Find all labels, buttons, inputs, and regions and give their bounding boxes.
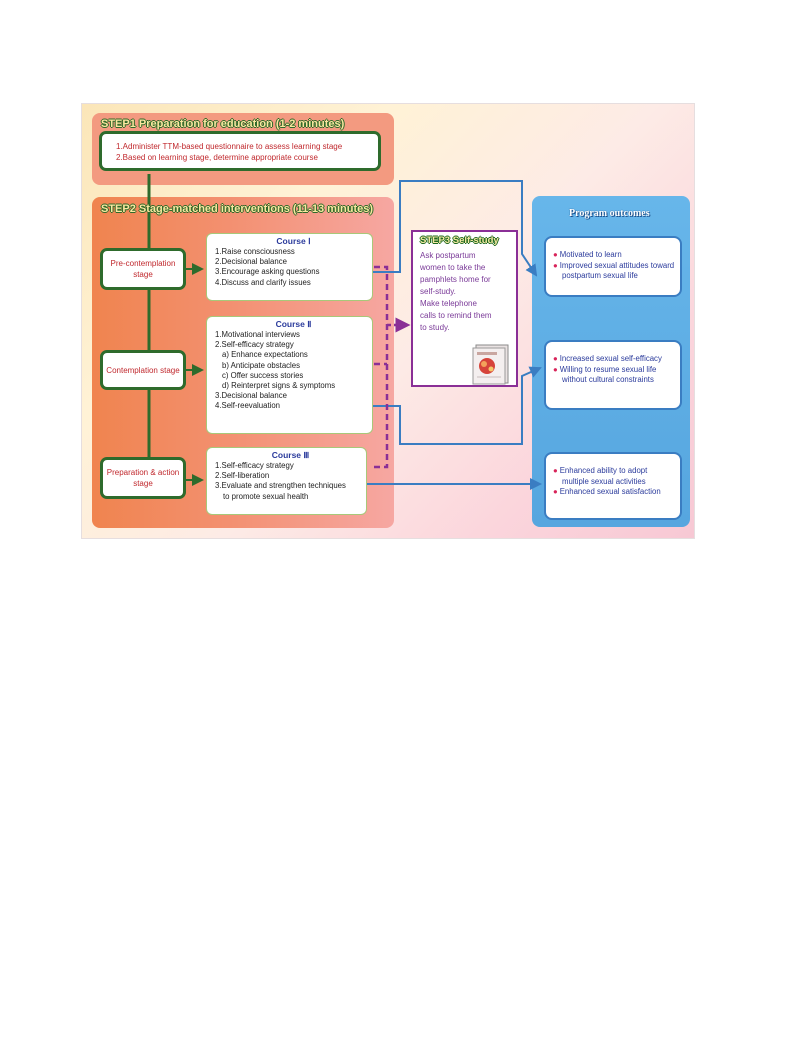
step3-line-6: calls to remind them: [420, 311, 492, 320]
course-1-box: Course Ⅰ 1.Raise consciousness 2.Decisio…: [206, 233, 373, 301]
course-2-item-2: 2.Self-efficacy strategy: [215, 340, 294, 350]
course-3-box: Course Ⅲ 1.Self-efficacy strategy 2.Self…: [206, 447, 367, 515]
course-1-item-3: 3.Encourage asking questions: [215, 267, 320, 277]
outcome-box-3: ●Enhanced ability to adopt multiple sexu…: [544, 452, 682, 520]
outcome-box-2: ●Increased sexual self-efficacy ●Willing…: [544, 340, 682, 410]
course-3-item-3: 3.Evaluate and strengthen techniques: [215, 481, 346, 491]
step3-line-4: self-study.: [420, 287, 456, 296]
bullet-icon: ●: [553, 466, 558, 475]
course-1-title: Course Ⅰ: [276, 236, 311, 246]
outcome-1-2: ●Improved sexual attitudes toward postpa…: [553, 260, 675, 281]
step3-line-5: Make telephone: [420, 299, 477, 308]
step1-item-1: 1.Administer TTM-based questionnaire to …: [116, 142, 343, 151]
stage-pre-contemplation: Pre-contemplation stage: [100, 248, 186, 290]
bullet-icon: ●: [553, 260, 558, 270]
course-2-box: Course Ⅱ 1.Motivational interviews 2.Sel…: [206, 316, 373, 434]
course-2-title: Course Ⅱ: [275, 319, 312, 329]
course-2-item-3: 3.Decisional balance: [215, 391, 287, 401]
course-3-item-2: 2.Self-liberation: [215, 471, 270, 481]
course-2-item-2c: c) Offer success stories: [222, 370, 304, 380]
blue-line-course2: [373, 366, 542, 445]
step3-line-1: Ask postpartum: [420, 251, 476, 260]
step3-line-2: women to take the: [420, 263, 486, 272]
step1-heading: STEP1 Preparation for education (1-2 min…: [101, 118, 345, 130]
step3-line-7: to study.: [420, 323, 450, 332]
step2-heading: STEP2 Stage-matched interventions (11-13…: [101, 203, 374, 215]
outcome-2-2: ●Willing to resume sexual life without c…: [553, 364, 657, 385]
outcome-2-1: ●Increased sexual self-efficacy: [553, 354, 662, 363]
outcome-box-1: ●Motivated to learn ●Improved sexual att…: [544, 236, 682, 297]
step1-box: 1.Administer TTM-based questionnaire to …: [99, 131, 381, 171]
outcome-3-1: ●Enhanced ability to adopt multiple sexu…: [553, 466, 648, 486]
step1-item-2: 2.Based on learning stage, determine app…: [116, 153, 318, 162]
course-2-item-2d: d) Reinterpret signs & symptoms: [222, 381, 336, 391]
stage-preparation-action: Preparation & action stage: [100, 457, 186, 499]
bullet-icon: ●: [553, 354, 558, 363]
course-3-item-3-cont: to promote sexual health: [223, 491, 309, 501]
course-3-item-1: 1.Self-efficacy strategy: [215, 461, 294, 470]
pamphlet-icon: [472, 344, 509, 385]
outcomes-heading: Program outcomes: [569, 208, 650, 219]
course-1-item-4: 4.Discuss and clarify issues: [215, 277, 311, 287]
blue-line-course1: [373, 180, 538, 277]
connectors: [147, 174, 542, 490]
course-2-item-1: 1.Motivational interviews: [215, 330, 300, 339]
figure: STEP1 Preparation for education (1-2 min…: [81, 103, 695, 539]
purple-dash-bracket: [374, 265, 389, 469]
course-2-item-4: 4.Self-reevaluation: [215, 401, 281, 411]
course-3-title: Course Ⅲ: [271, 450, 310, 460]
bullet-icon: ●: [553, 364, 558, 374]
course-2-item-2a: a) Enhance expectations: [222, 350, 308, 360]
bullet-icon: ●: [553, 487, 558, 496]
step3-box: STEP3 Self-study Ask postpartum women to…: [411, 230, 518, 387]
step3-line-3: pamphlets home for: [420, 275, 491, 284]
course-2-item-2b: b) Anticipate obstacles: [222, 360, 301, 370]
outcome-1-1: ●Motivated to learn: [553, 250, 622, 259]
step3-heading: STEP3 Self-study: [420, 235, 499, 246]
outcome-3-2: ●Enhanced sexual satisfaction: [553, 487, 661, 496]
bullet-icon: ●: [553, 250, 558, 259]
stage-contemplation: Contemplation stage: [100, 350, 186, 390]
course-1-item-2: 2.Decisional balance: [215, 257, 287, 267]
course-1-item-1: 1.Raise consciousness: [215, 247, 295, 256]
